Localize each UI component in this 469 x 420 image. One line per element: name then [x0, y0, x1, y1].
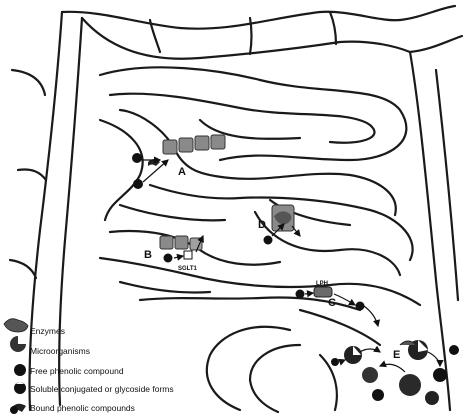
enzymes-icon	[4, 319, 28, 332]
sglt1-label: SGLT1	[178, 266, 198, 272]
legend-bound-phenolic: Bound phenolic compounds	[30, 403, 135, 413]
site-a-enterocytes	[163, 135, 225, 154]
legend-soluble-conjugated: Soluble conjugated or glycoside forms	[30, 384, 174, 394]
site-b-label: B	[144, 249, 152, 261]
small-intestine-outline	[100, 67, 420, 412]
site-c-soluble-conjugate-icon	[296, 290, 305, 299]
sglt1-transporter-icon	[184, 251, 192, 259]
site-a-soluble-conjugate-icon	[132, 153, 142, 163]
site-b-enterocytes	[160, 236, 202, 250]
site-c-label: C	[328, 297, 336, 309]
lph-label: LPH	[316, 281, 328, 287]
site-b-free-phenolic-icon	[164, 254, 173, 263]
site-a-label: A	[178, 166, 186, 178]
microorganisms-icon	[10, 336, 26, 352]
legend-free-phenolic: Free phenolic compound	[30, 366, 124, 376]
free-phenolic-icon	[14, 364, 26, 376]
site-d-free-phenolic-icon	[264, 236, 273, 245]
legend-microorganisms: Microorganisms	[30, 346, 90, 356]
site-a-free-phenolic-icon	[133, 179, 143, 189]
lph-enzyme-icon	[314, 287, 332, 297]
site-c-free-phenolic-icon	[356, 302, 365, 311]
site-d-label: D	[258, 219, 266, 231]
legend-enzymes: Enzymes	[30, 326, 65, 336]
site-e-label: E	[393, 349, 400, 361]
